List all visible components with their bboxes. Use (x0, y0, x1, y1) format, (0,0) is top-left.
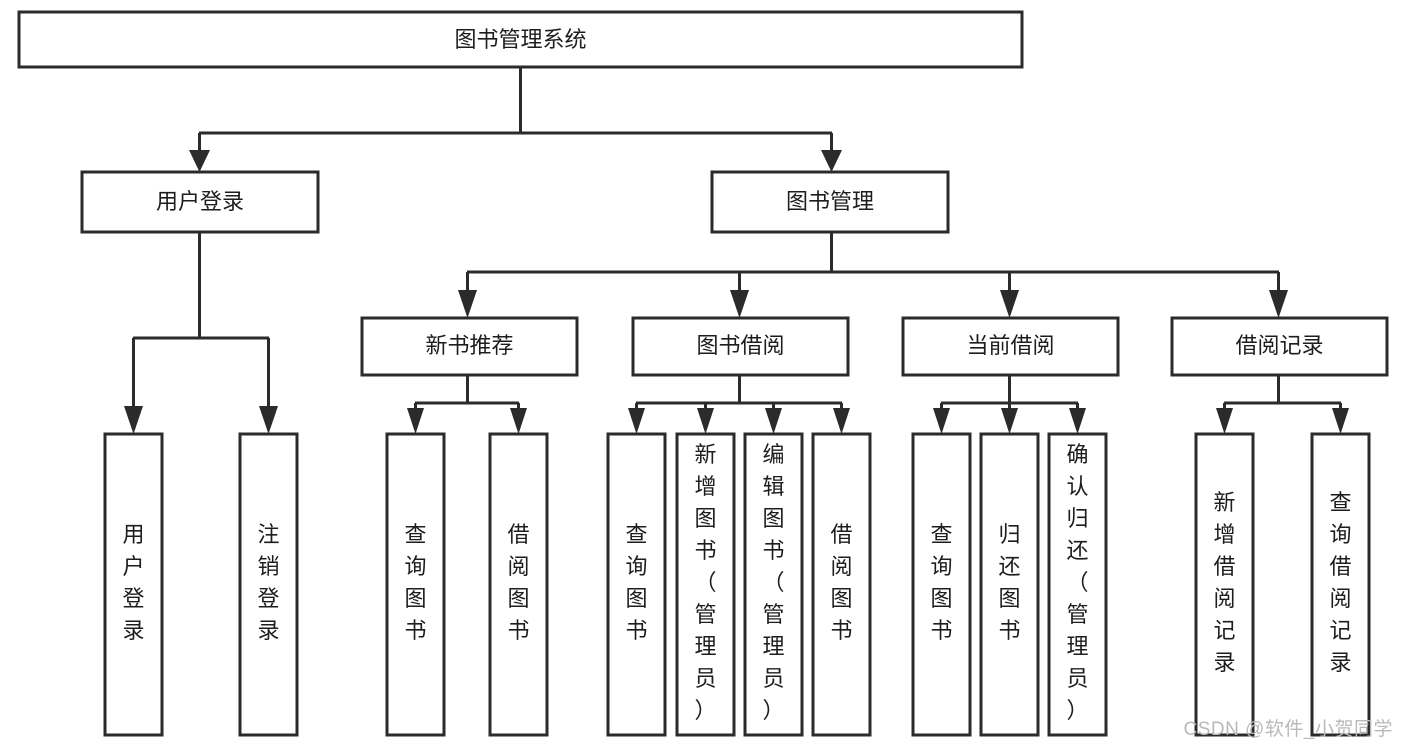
arrow-head-leaf-borrow-book-1 (510, 408, 527, 434)
arrow-head-leaf-borrow-book-2 (833, 408, 850, 434)
arrow-head-new-book-rec (458, 290, 477, 318)
node-leaf-return-book-box[interactable] (979, 432, 1040, 737)
node-book-borrow-label: 图书借阅 (696, 333, 784, 358)
arrow-head-leaf-query-book-2 (628, 408, 645, 434)
node-current-borrow-label: 当前借阅 (966, 333, 1054, 358)
node-user-login-label: 用户登录 (156, 189, 244, 214)
node-leaf-logout-box[interactable] (238, 432, 299, 737)
node-leaf-query-book-3-box[interactable] (911, 432, 972, 737)
arrow-head-user-login (189, 150, 210, 172)
arrow-head-leaf-return-book (1001, 408, 1018, 434)
node-leaf-confirm-return-box[interactable] (1047, 432, 1108, 737)
node-user-login-box[interactable] (80, 170, 320, 234)
arrow-head-leaf-query-book-1 (407, 408, 424, 434)
node-borrow-record-box[interactable] (1170, 316, 1389, 377)
node-leaf-user-login[interactable]: 用户登录 (103, 432, 164, 737)
arrow-head-leaf-query-record (1332, 408, 1349, 434)
node-leaf-borrow-book-2[interactable]: 借阅图书 (811, 432, 872, 737)
node-leaf-confirm-return-label: 确认归还（管理员） (1066, 442, 1088, 723)
node-current-borrow-box[interactable] (901, 316, 1120, 377)
node-root-label: 图书管理系统 (454, 27, 586, 52)
node-leaf-query-book-2[interactable]: 查询图书 (606, 432, 667, 737)
node-book-manage-box[interactable] (710, 170, 950, 234)
node-book-manage[interactable]: 图书管理 (710, 170, 950, 234)
connector-group-borrow-record (1216, 375, 1349, 434)
node-leaf-add-book-box[interactable] (675, 432, 736, 737)
node-leaf-borrow-book-1-label: 借阅图书 (507, 522, 529, 643)
node-leaf-borrow-book-2-label: 借阅图书 (830, 522, 852, 643)
node-leaf-query-book-2-box[interactable] (606, 432, 667, 737)
node-leaf-edit-book-label: 编辑图书（管理员） (762, 442, 784, 723)
node-leaf-query-book-2-label: 查询图书 (625, 522, 647, 643)
node-root[interactable]: 图书管理系统 (17, 10, 1024, 69)
node-leaf-query-book-1[interactable]: 查询图书 (385, 432, 446, 737)
connector-group-user-login (124, 232, 278, 434)
arrow-head-leaf-logout (259, 406, 278, 434)
node-borrow-record[interactable]: 借阅记录 (1170, 316, 1389, 377)
node-leaf-query-book-1-label: 查询图书 (404, 522, 426, 643)
node-leaf-user-login-box[interactable] (103, 432, 164, 737)
connector-group-book-borrow (628, 375, 850, 434)
node-leaf-borrow-book-1[interactable]: 借阅图书 (488, 432, 549, 737)
node-leaf-add-record-box[interactable] (1194, 432, 1255, 737)
node-leaf-return-book[interactable]: 归还图书 (979, 432, 1040, 737)
connector-group-current-borrow (933, 375, 1086, 434)
node-user-login[interactable]: 用户登录 (80, 170, 320, 234)
node-leaf-query-book-3-label: 查询图书 (930, 522, 952, 643)
arrow-head-leaf-user-login (124, 406, 143, 434)
node-leaf-confirm-return[interactable]: 确认归还（管理员） (1047, 432, 1108, 737)
node-leaf-query-record-label: 查询借阅记录 (1329, 490, 1351, 675)
node-leaf-query-record[interactable]: 查询借阅记录 (1310, 432, 1371, 737)
node-leaf-query-book-1-box[interactable] (385, 432, 446, 737)
node-book-borrow[interactable]: 图书借阅 (631, 316, 850, 377)
node-leaf-query-record-box[interactable] (1310, 432, 1371, 737)
node-leaf-borrow-book-2-box[interactable] (811, 432, 872, 737)
node-new-book-rec-box[interactable] (360, 316, 579, 377)
node-leaf-borrow-book-1-box[interactable] (488, 432, 549, 737)
node-leaf-logout-label: 注销登录 (257, 522, 279, 643)
connector-group-root (189, 67, 842, 172)
arrow-head-leaf-add-record (1216, 408, 1233, 434)
node-borrow-record-label: 借阅记录 (1235, 333, 1323, 358)
node-leaf-logout[interactable]: 注销登录 (238, 432, 299, 737)
node-root-box[interactable] (17, 10, 1024, 69)
node-leaf-add-book-label: 新增图书（管理员） (694, 442, 716, 723)
connector-group-new-book-rec (407, 375, 527, 434)
node-new-book-rec-label: 新书推荐 (425, 333, 513, 358)
arrow-head-borrow-record (1269, 290, 1288, 318)
node-leaf-edit-book[interactable]: 编辑图书（管理员） (743, 432, 804, 737)
node-leaf-user-login-label: 用户登录 (122, 522, 144, 643)
node-leaf-edit-book-box[interactable] (743, 432, 804, 737)
arrow-head-current-borrow (1000, 290, 1019, 318)
node-leaf-return-book-label: 归还图书 (998, 522, 1020, 643)
arrow-head-leaf-edit-book (765, 408, 782, 434)
arrow-head-leaf-confirm-return (1069, 408, 1086, 434)
node-leaf-add-record-label: 新增借阅记录 (1213, 490, 1235, 675)
arrow-head-leaf-add-book (697, 408, 714, 434)
node-leaf-query-book-3[interactable]: 查询图书 (911, 432, 972, 737)
node-leaf-add-record[interactable]: 新增借阅记录 (1194, 432, 1255, 737)
connector-group-book-manage (458, 232, 1288, 318)
node-book-manage-label: 图书管理 (786, 189, 874, 214)
node-new-book-rec[interactable]: 新书推荐 (360, 316, 579, 377)
node-current-borrow[interactable]: 当前借阅 (901, 316, 1120, 377)
node-book-borrow-box[interactable] (631, 316, 850, 377)
node-leaf-add-book[interactable]: 新增图书（管理员） (675, 432, 736, 737)
arrow-head-book-borrow (730, 290, 749, 318)
arrow-head-leaf-query-book-3 (933, 408, 950, 434)
arrow-head-book-manage (821, 150, 842, 172)
